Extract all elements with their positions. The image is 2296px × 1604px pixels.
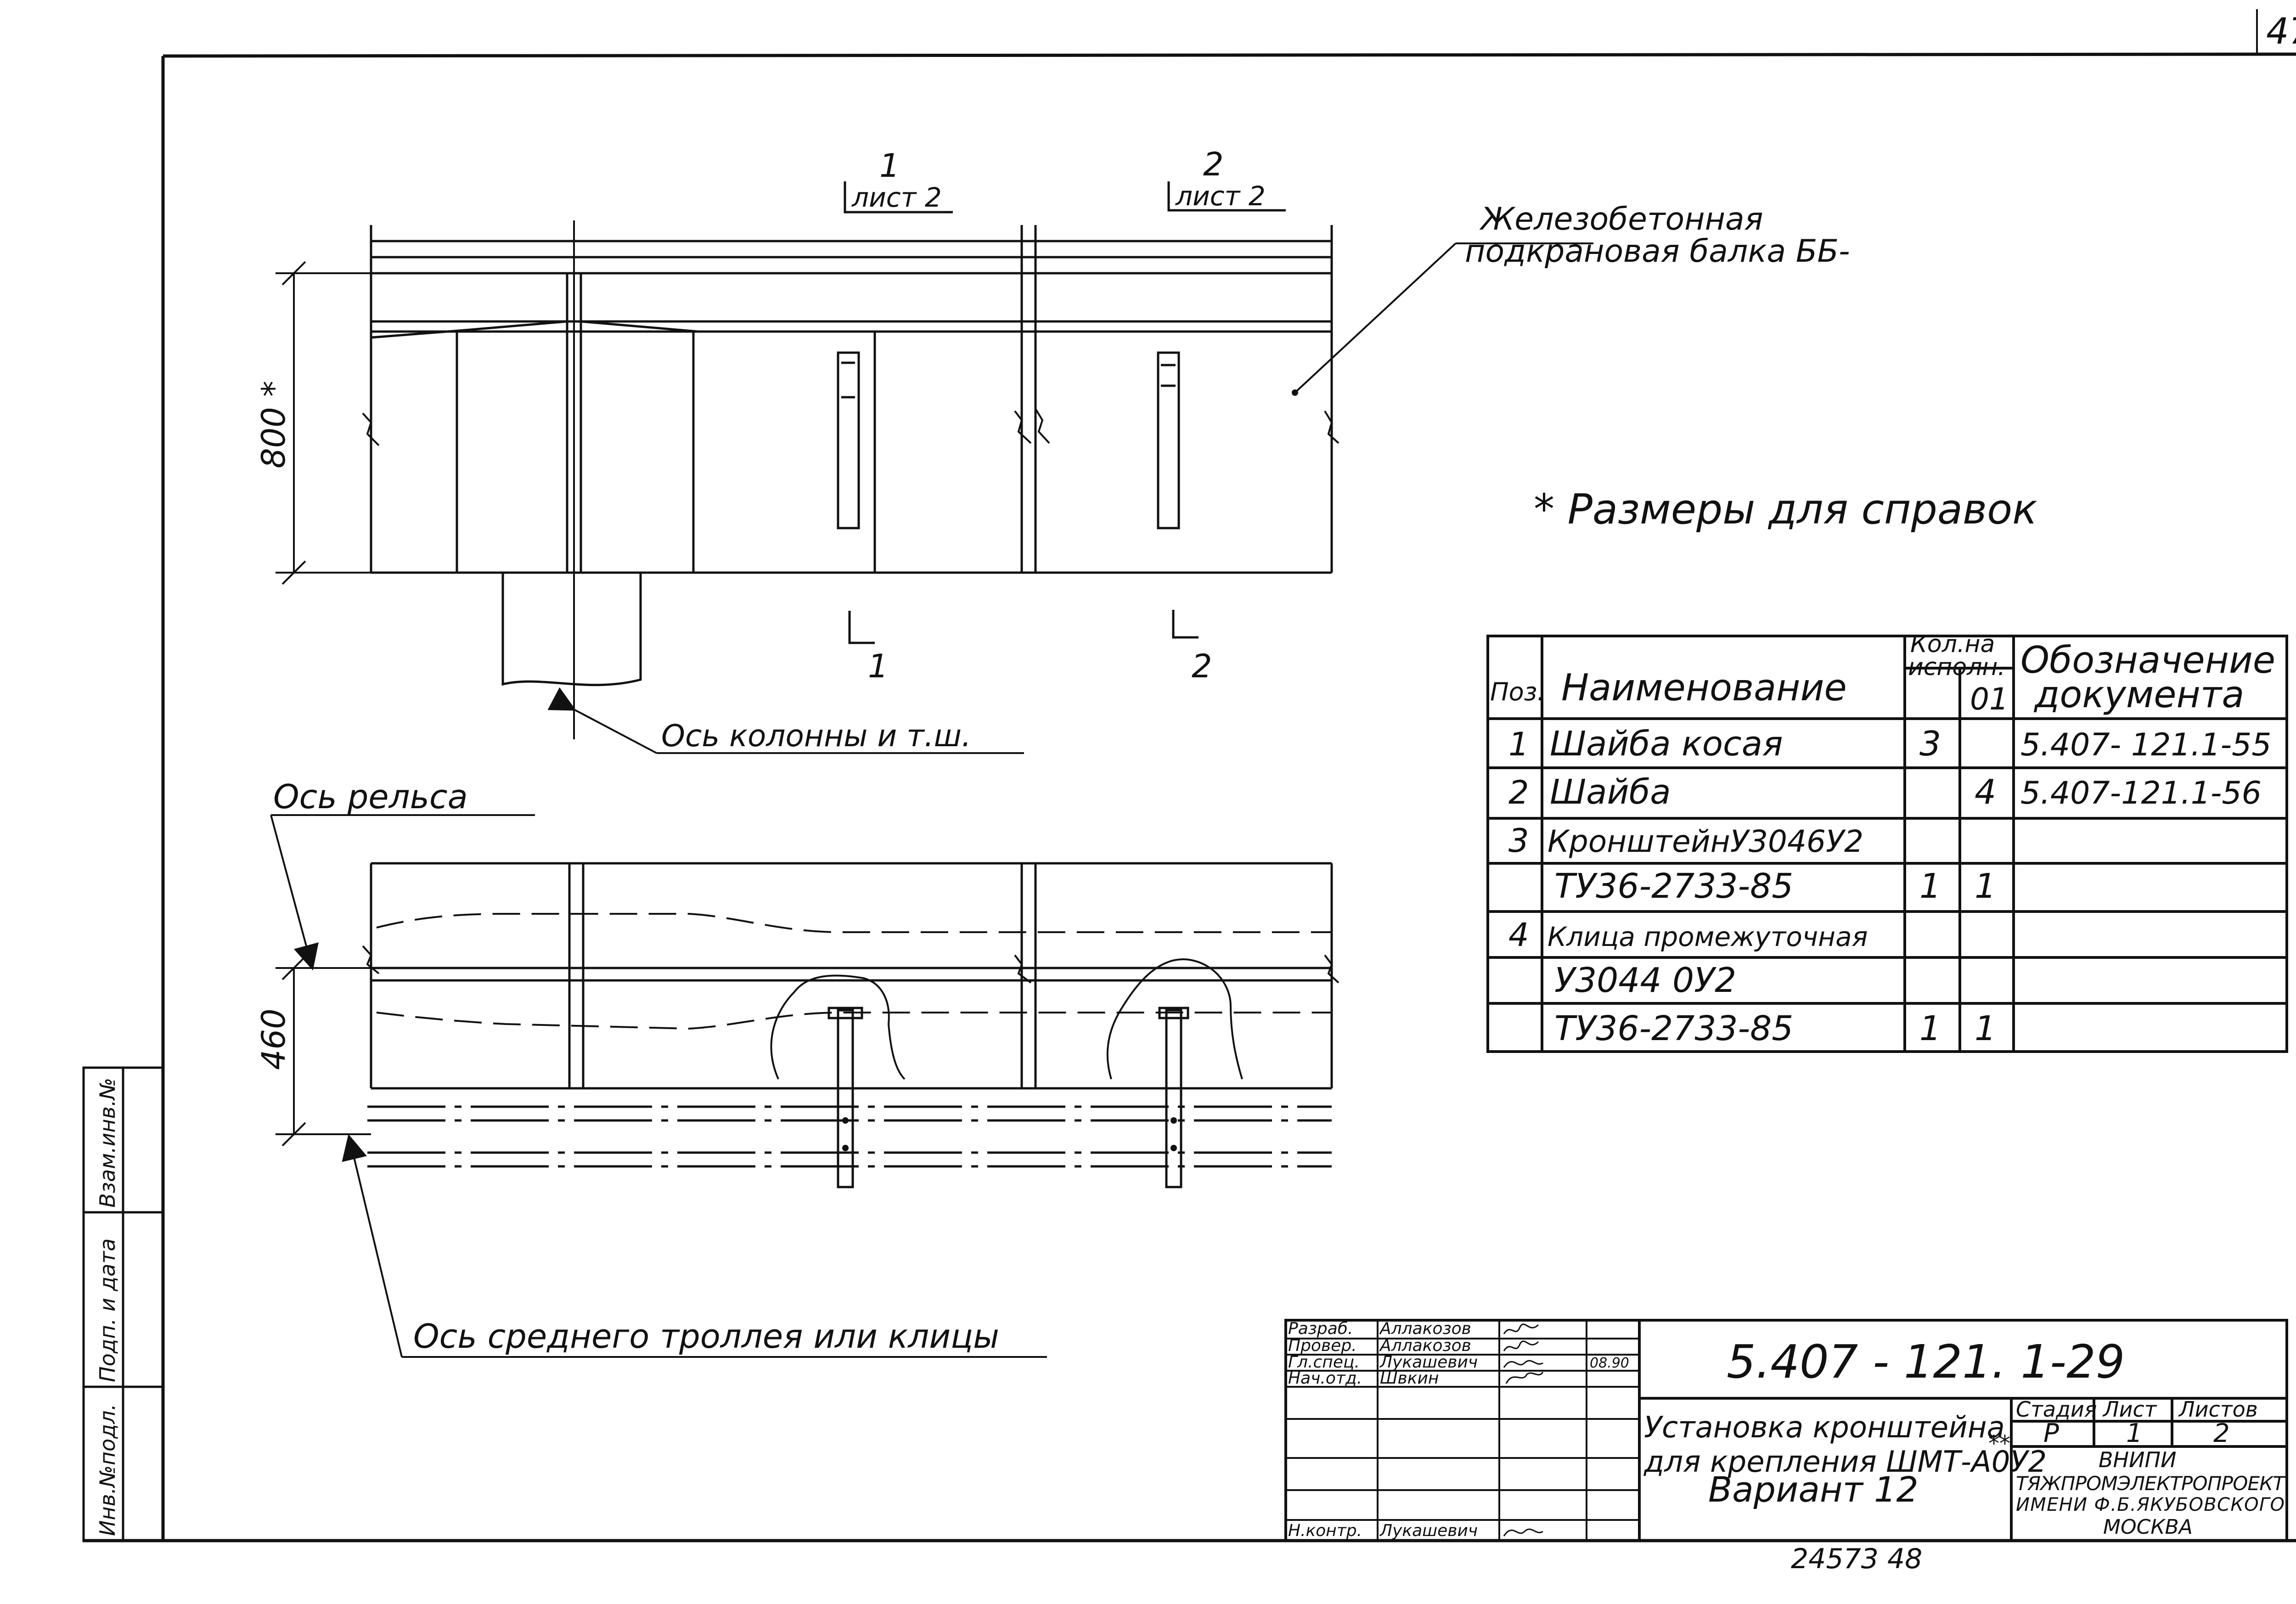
signer-4-role: Нач.отд. <box>1288 1369 1362 1388</box>
dimension-460-label: 460 <box>255 1008 293 1070</box>
signer-2-name: Аллакозов <box>1379 1336 1471 1355</box>
title-line1: Установка кронштейна <box>1644 1411 2005 1445</box>
sheet-value: 1 <box>2126 1418 2143 1448</box>
page-corner-number: 47 <box>2266 11 2296 52</box>
hdr-doc-line1: Обозначение <box>2020 639 2275 681</box>
section1-bottom-label: 1 <box>868 647 889 685</box>
trolley-lines <box>367 1105 1332 1168</box>
signer-3-role: Гл.спец. <box>1288 1353 1360 1372</box>
leader-dot <box>1292 389 1298 396</box>
org-line4: МОСКВА <box>2103 1515 2193 1539</box>
rail-axis-leader <box>270 814 535 971</box>
signer-1-name: Аллакозов <box>1379 1319 1471 1338</box>
side-stamp-inv-orig: Инв.№подл. <box>95 1404 120 1536</box>
table-row-2-pos: 2 <box>1508 774 1529 811</box>
section2-bottom-label: 2 <box>1192 647 1212 685</box>
section1-number: 1 <box>879 147 900 185</box>
signer-2-role: Провер. <box>1288 1336 1357 1355</box>
signer-1-role: Разраб. <box>1288 1319 1353 1338</box>
table-row-3-name: КронштейнУ3046У2 <box>1548 824 1863 859</box>
signer-3-date: 08.90 <box>1590 1355 1629 1371</box>
section-markers <box>844 181 1286 644</box>
section2-sheet: лист 2 <box>1175 180 1266 212</box>
table-row-3-pos: 3 <box>1508 822 1529 860</box>
beam-label-line1: Железобетонная <box>1479 201 1763 237</box>
stage-header: Стадия <box>2016 1397 2097 1422</box>
table-row-2-doc: 5.407-121.1-56 <box>2020 775 2262 811</box>
beam-label-line2: подкрановая балка ББ- <box>1465 233 1850 270</box>
signer-5-name: Лукашевич <box>1379 1521 1478 1540</box>
reference-note: * Размеры для справок <box>1534 485 2037 534</box>
hdr-qty-top: Кол.на <box>1910 630 1995 658</box>
table-row-4-q1: 1 <box>1919 867 1941 906</box>
sheet-header: Лист <box>2102 1397 2157 1422</box>
sheets-header: Листов <box>2178 1397 2258 1422</box>
org-line2: ТЯЖПРОМЭЛЕКТРОПРОЕКТ <box>2016 1472 2286 1495</box>
table-row-5-name: Клица промежуточная <box>1548 921 1868 952</box>
section2-number: 2 <box>1203 146 1224 183</box>
title-note: ** <box>1988 1431 2010 1457</box>
variant: Вариант 12 <box>1708 1469 1919 1510</box>
rail-axis-label: Ось рельса <box>273 777 468 816</box>
table-row-7-name: ТУ36-2733-85 <box>1554 1009 1793 1048</box>
signatures <box>1503 1323 1544 1536</box>
doc-code: 5.407 - 121. 1-29 <box>1727 1335 2125 1389</box>
table-row-4-name: ТУ36-2733-85 <box>1554 867 1793 906</box>
beam-plan <box>362 862 1339 1188</box>
side-stamp-replace-inv: Взам.инв.№ <box>95 1078 120 1208</box>
hdr-pos: Поз. <box>1490 677 1545 706</box>
org-line1: ВНИПИ <box>2099 1447 2177 1472</box>
table-row-7-q2: 1 <box>1975 1009 1996 1048</box>
table-row-4-q2: 1 <box>1975 867 1996 906</box>
column-axis-label: Ось колонны и т.ш. <box>661 718 971 754</box>
sheets-value: 2 <box>2213 1418 2230 1448</box>
title-block-grid <box>1284 1319 2288 1542</box>
table-row-1-doc: 5.407- 121.1-55 <box>2020 727 2272 763</box>
hdr-name: Наименование <box>1561 666 1847 709</box>
signer-grid <box>1286 1320 1639 1541</box>
table-row-2-name: Шайба <box>1550 772 1671 812</box>
dimension-800 <box>276 261 371 585</box>
bottom-number: 24573 48 <box>1791 1543 1922 1575</box>
table-row-7-q1: 1 <box>1919 1009 1941 1048</box>
drawing-frame <box>83 9 2296 1542</box>
trolley-axis-label: Ось среднего троллея или клицы <box>413 1317 999 1356</box>
bolt-2 <box>842 1145 849 1151</box>
signer-5-role: Н.контр. <box>1288 1521 1362 1540</box>
hdr-qty-01: 01 <box>1970 681 2009 717</box>
title-line2: для крепления ШМТ-А0У2 <box>1643 1445 2047 1479</box>
trolley-axis-leader <box>342 1134 1047 1358</box>
side-stamp <box>82 1066 164 1542</box>
bolt-4 <box>1171 1145 1177 1151</box>
hdr-doc-line2: документа <box>2033 673 2244 716</box>
beam-label-leader <box>1294 242 1593 394</box>
table-row-2-q2: 4 <box>1975 772 1996 812</box>
bolt-3 <box>1171 1117 1177 1124</box>
side-stamp-sign-date: Подп. и дата <box>95 1238 120 1382</box>
signer-3-name: Лукашевич <box>1379 1353 1478 1372</box>
table-row-1-q1: 3 <box>1919 724 1941 764</box>
column-axis <box>547 220 1024 754</box>
section1-sheet: лист 2 <box>851 182 942 213</box>
dimension-800-label: 800 * <box>255 381 293 468</box>
beam-elevation <box>362 225 1339 687</box>
table-row-5-pos: 4 <box>1508 916 1529 954</box>
spec-table-grid <box>1486 635 2288 1053</box>
table-row-1-pos: 1 <box>1508 726 1529 763</box>
table-row-6-name: У3044 0У2 <box>1554 961 1736 1000</box>
stage-value: Р <box>2043 1418 2059 1448</box>
org-line3: ИМЕНИ Ф.Б.ЯКУБОВСКОГО <box>2016 1494 2285 1515</box>
hdr-qty-mid: исполн. <box>1908 653 2005 681</box>
signer-4-name: Швкин <box>1380 1369 1439 1388</box>
plan-dashed-lines <box>376 913 1332 1030</box>
table-row-1-name: Шайба косая <box>1550 724 1783 764</box>
